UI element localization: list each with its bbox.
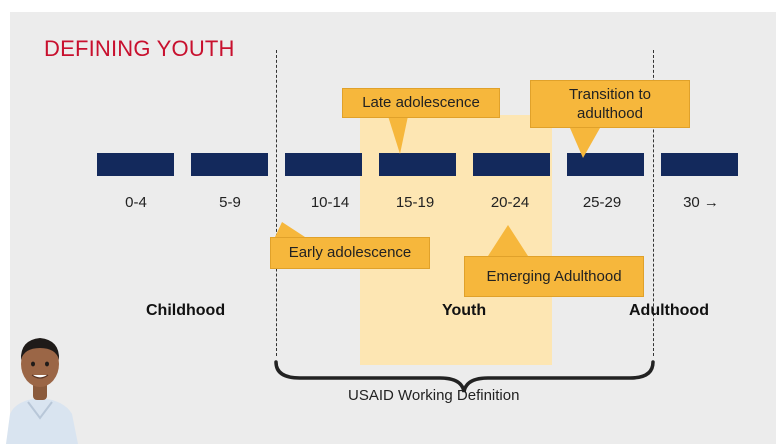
callout-late-adolescence: Late adolescence	[342, 88, 500, 118]
late-adolescence-pointer	[388, 116, 408, 154]
page-title: DEFINING YOUTH	[44, 36, 235, 61]
early-adolescence-pointer	[275, 222, 305, 237]
callout-transition-to-adulthood: Transition to adulthood	[530, 80, 690, 128]
age-label: 15-19	[395, 194, 435, 211]
callout-emerging-adulthood: Emerging Adulthood	[464, 256, 644, 297]
timeline-bar-15-19	[379, 153, 456, 176]
transition-pointer	[570, 128, 600, 158]
stage-label-adulthood: Adulthood	[629, 302, 709, 319]
stage-label-youth: Youth	[442, 302, 487, 319]
timeline-bar-0-4	[97, 153, 174, 176]
age-label: 30 →	[683, 194, 719, 211]
usaid-working-definition-label: USAID Working Definition	[348, 387, 520, 404]
callout-early-adolescence: Early adolescence	[270, 237, 430, 269]
age-label: 20-24	[490, 194, 530, 211]
timeline-bar-30-plus	[661, 153, 738, 176]
stage-label-childhood: Childhood	[146, 302, 226, 319]
callout-transition-line1: Transition to	[569, 86, 651, 103]
callout-transition-line2: adulthood	[577, 105, 643, 122]
age-label: 25-29	[582, 194, 622, 211]
presenter-avatar	[6, 338, 78, 444]
age-label: 0-4	[125, 194, 147, 211]
working-definition-brace	[274, 360, 655, 393]
timeline-bar-5-9	[191, 153, 268, 176]
timeline-bar-25-29	[567, 153, 644, 176]
emerging-adulthood-pointer	[488, 225, 528, 256]
timeline-bar-20-24	[473, 153, 550, 176]
age-label: 5-9	[219, 194, 241, 211]
youth-start-divider	[276, 50, 277, 356]
age-label: 10-14	[310, 194, 350, 211]
youth-end-divider	[653, 50, 654, 356]
timeline-bar-10-14	[285, 153, 362, 176]
